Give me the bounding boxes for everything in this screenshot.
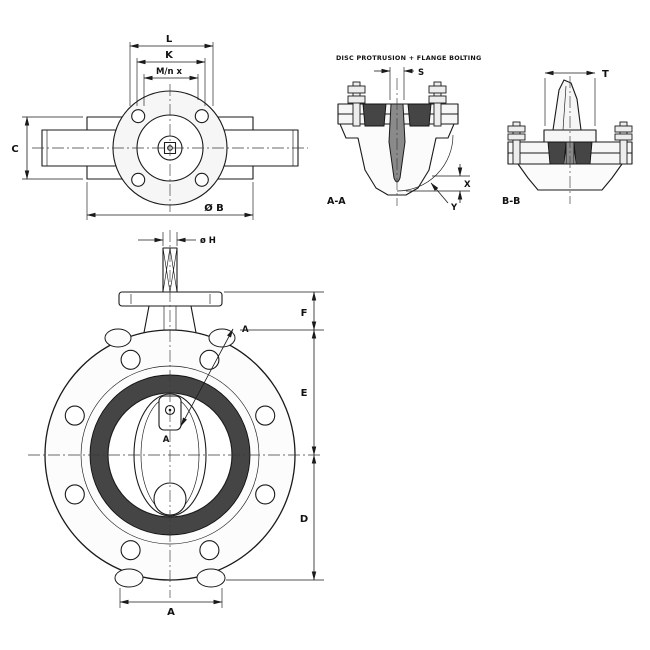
dim-label-OH: ø H bbox=[200, 236, 216, 246]
dim-label-D: D bbox=[300, 514, 308, 525]
section-aa-caption: DISC PROTRUSION + FLANGE BOLTING bbox=[336, 54, 482, 62]
seat-section-right bbox=[407, 103, 432, 127]
section-bb-view: T B-B bbox=[502, 69, 633, 207]
section-aa-view: DISC PROTRUSION + FLANGE BOLTING S X Y A… bbox=[327, 54, 482, 213]
dim-label-OB: Ø B bbox=[204, 202, 224, 214]
dim-label-C: C bbox=[11, 144, 18, 155]
front-view: A A ø H F E D A bbox=[28, 230, 324, 618]
flange-bolt-hole bbox=[194, 109, 209, 124]
top-mounting-flange bbox=[118, 291, 223, 307]
disc-upright-section bbox=[552, 79, 582, 131]
dim-label-E: E bbox=[301, 388, 308, 399]
flange-bolt-right bbox=[619, 121, 628, 165]
dim-label-T: T bbox=[602, 69, 609, 80]
flange-bolt-hole bbox=[199, 540, 220, 561]
cut-label-mid: A bbox=[163, 435, 170, 445]
nut-icon bbox=[507, 125, 526, 133]
flange-bolt-left bbox=[512, 121, 521, 165]
lug-top-left bbox=[104, 328, 132, 348]
flange-bolt-hole bbox=[131, 109, 146, 124]
dim-label-X: X bbox=[464, 180, 471, 190]
dim-label-K: K bbox=[165, 50, 174, 61]
top-view: L K M/n x C Ø B bbox=[11, 34, 308, 220]
lug-bottom-left bbox=[114, 568, 144, 588]
stem-hatch bbox=[162, 247, 178, 293]
nut-icon bbox=[428, 85, 447, 94]
flange-bolt-right bbox=[433, 81, 442, 127]
flange-bolt-hole bbox=[255, 484, 276, 505]
nut-icon bbox=[614, 125, 633, 133]
dim-label-S: S bbox=[418, 68, 424, 78]
disc-swing-arc bbox=[396, 134, 454, 192]
flange-bolt-hole bbox=[64, 484, 85, 505]
nut-icon bbox=[347, 95, 366, 104]
seat-section-left bbox=[362, 103, 387, 127]
nut-icon bbox=[347, 85, 366, 94]
flange-bolt-hole bbox=[120, 349, 141, 370]
seat-section-left bbox=[547, 141, 567, 165]
flange-bolt-left bbox=[352, 81, 361, 127]
flange-bolt-hole bbox=[64, 405, 85, 426]
flange-bolt-hole bbox=[255, 405, 276, 426]
dim-label-F: F bbox=[301, 308, 308, 319]
section-cut-line bbox=[180, 328, 234, 427]
flange-bolt-hole bbox=[120, 540, 141, 561]
flange-bolt-hole bbox=[194, 172, 209, 187]
nut-icon bbox=[507, 133, 526, 141]
nut-icon bbox=[428, 95, 447, 104]
dim-label-L: L bbox=[166, 34, 173, 45]
seat-section-right bbox=[573, 141, 593, 165]
section-aa-label: A-A bbox=[327, 196, 346, 207]
dim-label-Mn: M/n x bbox=[156, 67, 183, 77]
dim-label-Y: Y bbox=[450, 203, 458, 213]
flange-bolt-hole bbox=[131, 172, 146, 187]
dim-label-A: A bbox=[167, 607, 175, 618]
nut-icon bbox=[614, 133, 633, 141]
section-bb-label: B-B bbox=[502, 196, 520, 207]
lug-bottom-right bbox=[196, 568, 226, 588]
